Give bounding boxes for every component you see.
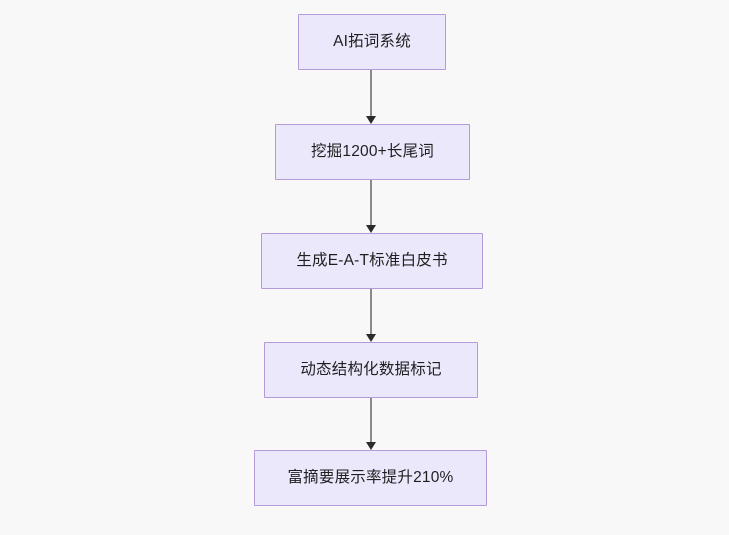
flowchart-arrowhead-2-to-3 — [365, 225, 376, 233]
flowchart-node-2-label: 挖掘1200+长尾词 — [310, 143, 435, 161]
flowchart-node-5-label: 富摘要展示率提升210% — [287, 469, 454, 487]
flowchart-node-1-label: AI拓词系统 — [333, 33, 411, 51]
flowchart-node-3-label: 生成E-A-T标准白皮书 — [296, 252, 448, 270]
flowchart-node-5[interactable]: 富摘要展示率提升210% — [254, 450, 487, 506]
flowchart-arrowhead-4-to-5 — [365, 442, 376, 450]
flowchart-node-1[interactable]: AI拓词系统 — [298, 14, 446, 70]
flowchart-edge-1-to-2 — [370, 70, 372, 117]
flowchart-edge-4-to-5 — [370, 398, 372, 443]
flowchart-arrowhead-1-to-2 — [365, 116, 376, 124]
flowchart-edge-2-to-3 — [370, 180, 372, 226]
flowchart-node-4-label: 动态结构化数据标记 — [300, 361, 442, 379]
flowchart-edge-3-to-4 — [370, 289, 372, 335]
flowchart-arrowhead-3-to-4 — [365, 334, 376, 342]
flowchart-node-4[interactable]: 动态结构化数据标记 — [264, 342, 478, 398]
flowchart-node-3[interactable]: 生成E-A-T标准白皮书 — [261, 233, 483, 289]
flowchart-node-2[interactable]: 挖掘1200+长尾词 — [275, 124, 470, 180]
